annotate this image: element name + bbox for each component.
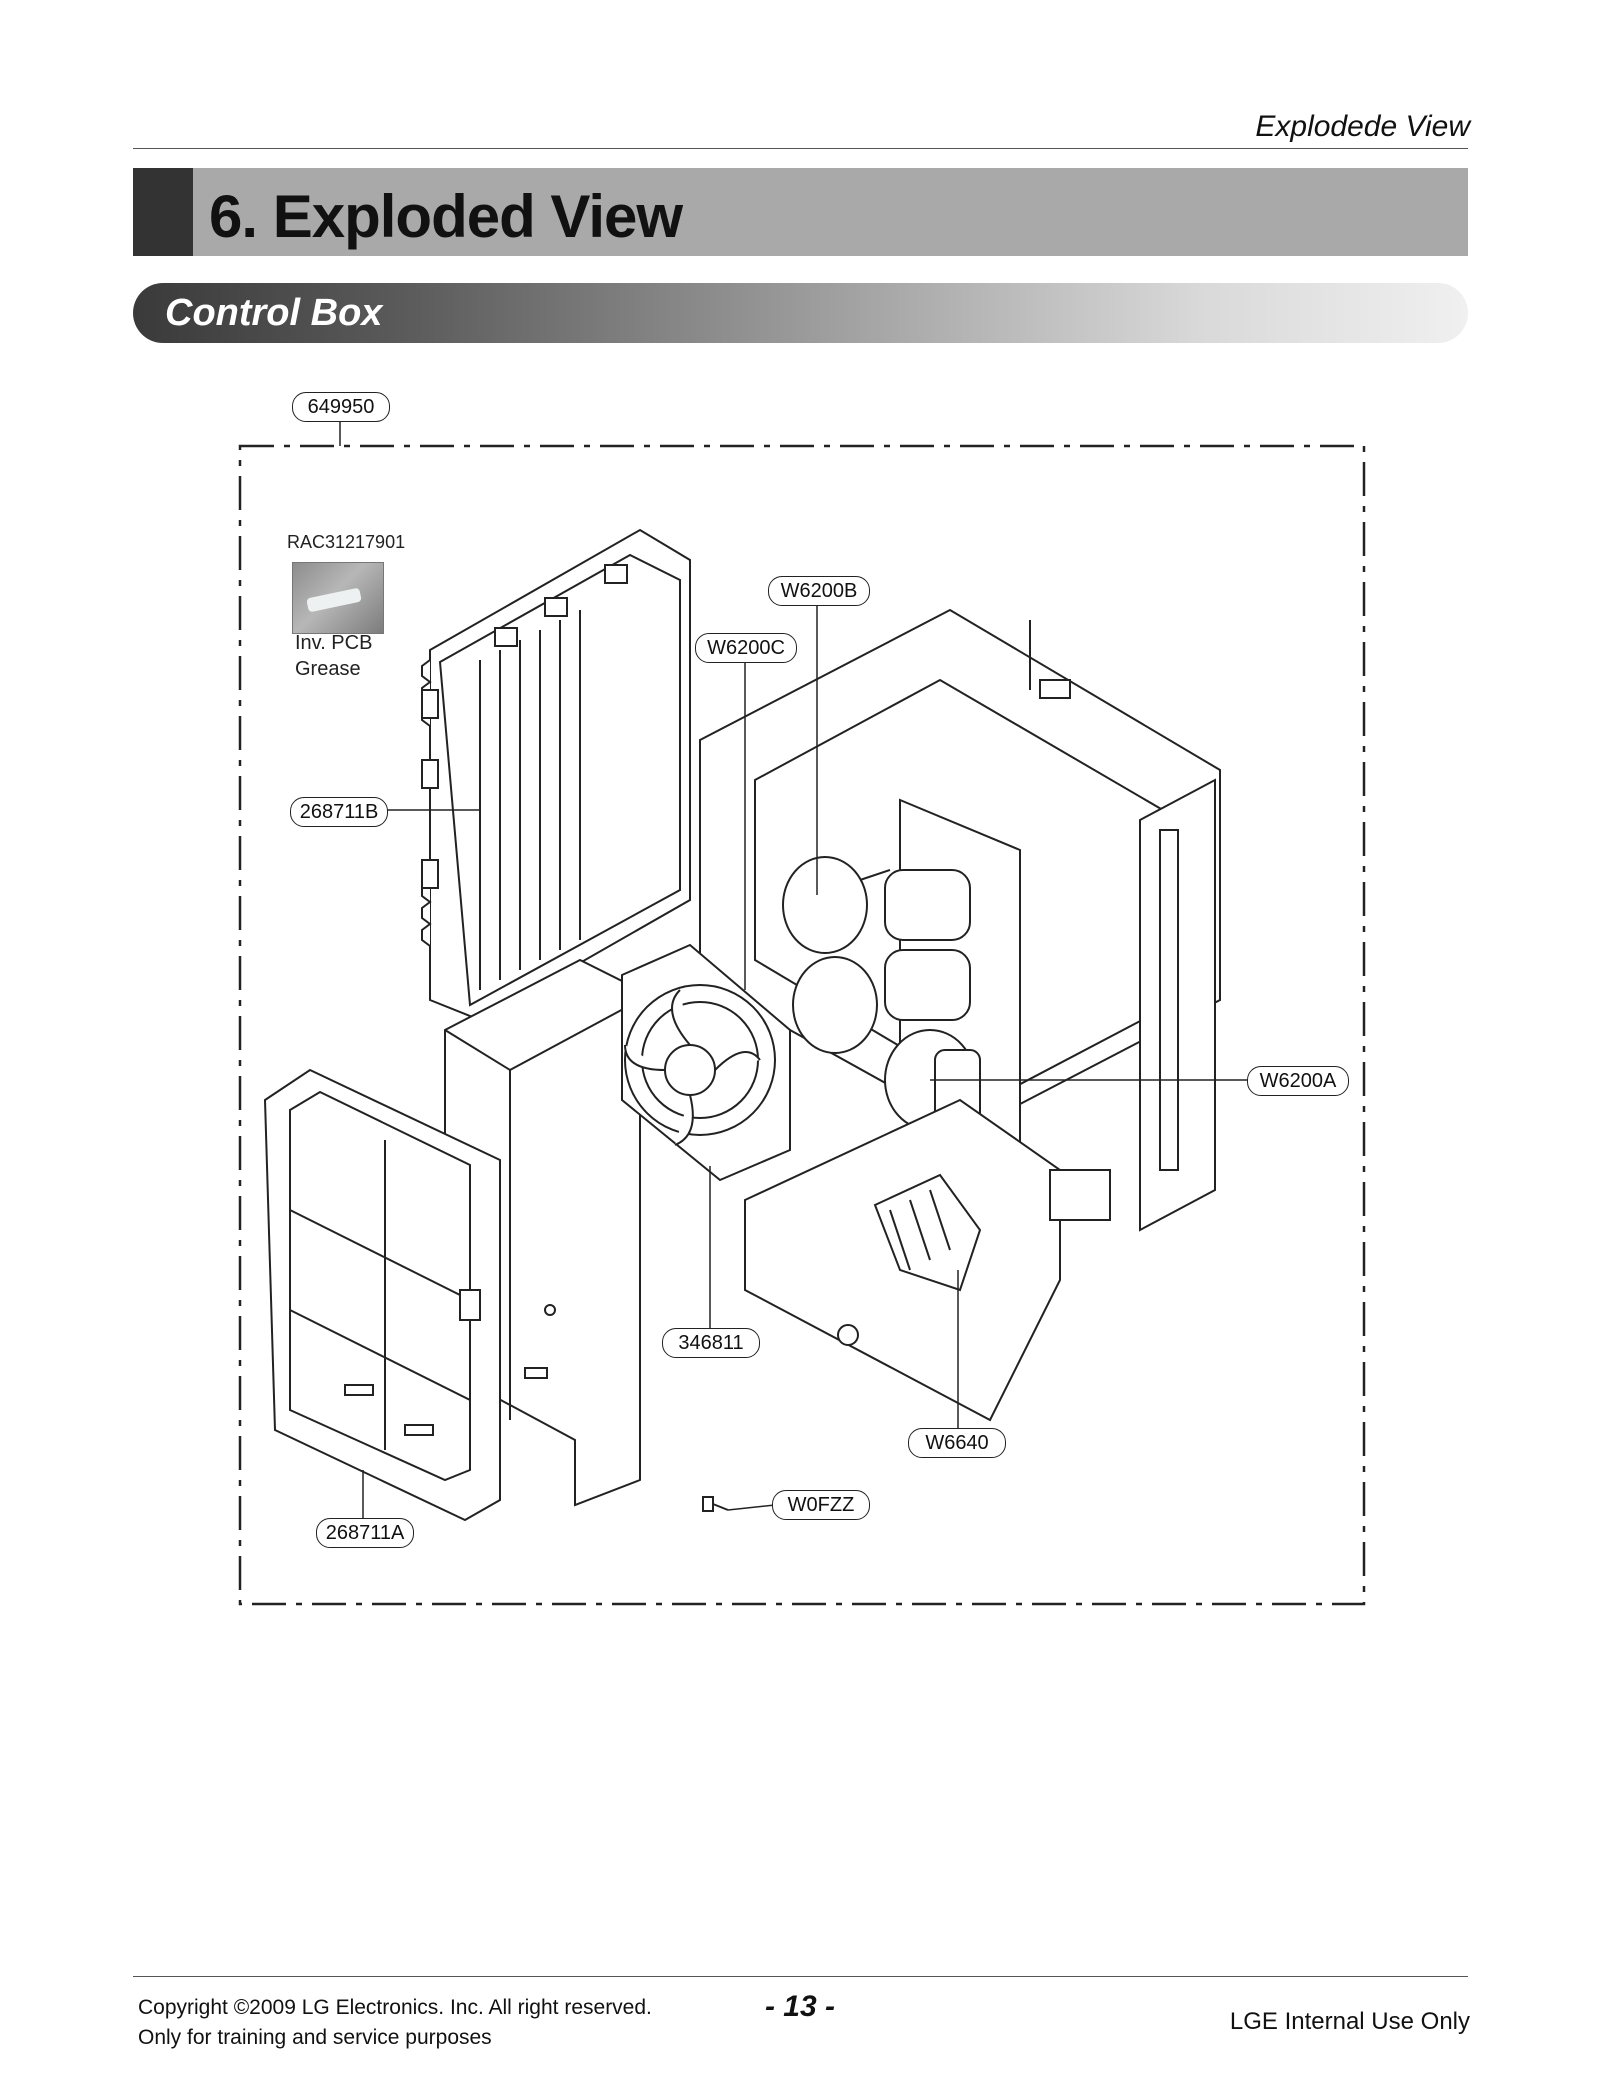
title-accent-block [133, 168, 193, 256]
pcb-assembly-drawing [782, 798, 1021, 1162]
callout-w6200b: W6200B [768, 576, 870, 606]
title-band: 6. Exploded View [133, 168, 1468, 256]
header-rule [133, 148, 1468, 149]
section-title: Control Box [165, 292, 383, 334]
footer-left: Copyright ©2009 LG Electronics. Inc. All… [138, 1993, 652, 2053]
copyright-text: Copyright ©2009 LG Electronics. Inc. All… [138, 1996, 652, 2019]
purpose-text: Only for training and service purposes [138, 2026, 492, 2049]
assembly-boundary [238, 444, 1366, 1606]
callout-fan: 346811 [662, 1328, 760, 1358]
callout-front-cover: 268711A [316, 1518, 414, 1548]
callout-w6200c: W6200C [695, 633, 797, 663]
grease-photo [292, 562, 384, 634]
page-title: 6. Exploded View [209, 183, 683, 250]
front-cover-drawing [263, 1068, 501, 1522]
grease-label-line1: Inv. PCB [295, 632, 373, 654]
page-number: - 13 - [764, 1990, 836, 2023]
rear-cover-drawing [421, 528, 691, 1022]
grease-part-number: RAC31217901 [287, 532, 406, 552]
screw-drawing [702, 1496, 729, 1512]
grease-label-line2: Grease [295, 658, 361, 680]
callout-screw: W0FZZ [772, 1490, 870, 1520]
callout-assembly: 649950 [292, 392, 390, 422]
usage-note: LGE Internal Use Only [1229, 2008, 1470, 2035]
callout-w6200a: W6200A [1247, 1066, 1349, 1096]
base-plate-drawing [744, 1098, 1111, 1422]
callout-w6640: W6640 [908, 1428, 1006, 1458]
grease-tube-icon [306, 587, 362, 613]
section-bar: Control Box [133, 283, 1468, 343]
footer-rule [133, 1976, 1468, 1977]
running-header: Explodede View [1255, 110, 1470, 143]
callout-rear-cover: 268711B [290, 797, 388, 827]
fan-drawing [621, 943, 791, 1182]
